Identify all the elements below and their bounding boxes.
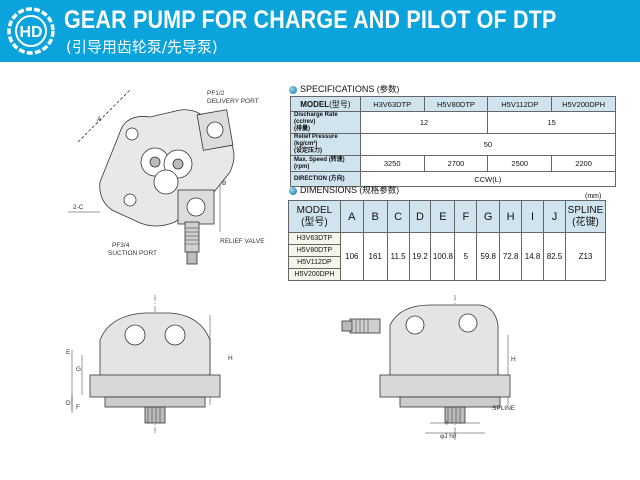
pump-side-view-drawing	[71, 295, 221, 435]
delivery-port-label: DELIVERY PORT	[207, 98, 259, 105]
dim-col-header: E	[430, 200, 456, 233]
spec-row-direction: DIRECTION (方向) CCW(L)	[290, 171, 617, 187]
suction-port-size-label: PF3/4	[112, 242, 130, 249]
dimensions-heading: DIMENSIONS (规格参数)	[289, 184, 399, 196]
pump-front-view-drawing	[68, 89, 235, 265]
spec-model-cell: H5V112DP	[487, 96, 553, 112]
table-row: H5V112DP	[288, 256, 606, 269]
dim-value: 72.8	[499, 232, 523, 281]
spec-model-cell: H5V200DPH	[551, 96, 616, 112]
hd-logo-icon: HD	[7, 7, 55, 55]
dim-d-label: D	[66, 400, 71, 407]
spec-model-label: MODEL(型号)	[290, 96, 361, 112]
spec-row-relief: Relief Pressure (kg/cm²)(设定压力) 50	[290, 133, 617, 156]
dim-col-header: C	[386, 200, 410, 233]
dim-model-label: MODEL(型号)	[288, 200, 341, 233]
dim-f-label: F	[76, 404, 80, 411]
spec-value: 2200	[551, 155, 616, 172]
dim-value: 14.8	[521, 232, 545, 281]
dim-col-header: I	[521, 200, 545, 233]
dimensions-unit: (mm)	[585, 193, 602, 200]
dim-spline-header: SPLINE(花键)	[564, 200, 607, 233]
dim-h-label-left: H	[228, 355, 233, 362]
dim-value: 82.5	[543, 232, 566, 281]
relief-valve-label: RELIEF VALVE	[220, 238, 265, 245]
spec-value: 12	[359, 111, 489, 134]
specifications-table: MODEL(型号) H3V63DTP H5V80DTP H5V112DP H5V…	[290, 96, 617, 187]
dim-col-header: A	[339, 200, 364, 233]
spec-row-label: Relief Pressure (kg/cm²)(设定压力)	[290, 133, 361, 156]
logo-text: HD	[19, 24, 42, 41]
dim-j-label: φJ h8	[440, 433, 457, 440]
page-subtitle: (引导用齿轮泵/先导泵)	[66, 38, 218, 56]
spec-value: 2500	[487, 155, 553, 172]
dim-col-header: G	[476, 200, 501, 233]
dim-2c-label: 2-C	[73, 204, 84, 211]
table-row: H5V200DPH	[288, 268, 606, 281]
spec-header-row: MODEL(型号) H3V63DTP H5V80DTP H5V112DP H5V…	[290, 96, 616, 112]
dim-model-cell: H5V80DTP	[288, 244, 341, 257]
dimensions-header-row: MODEL(型号) A B C D E F G H I J SPLINE(花键)	[288, 200, 607, 233]
dim-b-label: B	[222, 180, 227, 187]
dim-value: 19.2	[408, 232, 432, 281]
dim-col-header: D	[408, 200, 432, 233]
dim-value: 161	[362, 232, 388, 281]
suction-port-label: SUCTION PORT	[108, 250, 157, 257]
dim-value: 5	[454, 232, 478, 281]
dim-col-header: J	[543, 200, 566, 233]
dim-model-cell: H3V63DTP	[288, 232, 341, 245]
pump-rear-view-drawing	[341, 295, 511, 440]
dim-model-cell: H5V200DPH	[288, 268, 341, 281]
spec-row-label: Max. Speed (转速) (rpm)	[290, 155, 361, 172]
dim-spline-value: Z13	[564, 232, 607, 281]
bullet-icon	[289, 85, 297, 94]
table-row: H3V63DTP 106 161 11.5 19.2 100.8 5 59.8 …	[288, 232, 607, 281]
spline-label: SPLINE	[492, 405, 516, 412]
spec-value: 15	[487, 111, 616, 134]
delivery-port-size-label: PF1/2	[207, 90, 225, 97]
spec-model-cell: H5V80DTP	[423, 96, 489, 112]
spec-model-cell: H3V63DTP	[359, 96, 425, 112]
dim-a-label: A	[97, 116, 102, 123]
dim-i-label: I	[446, 420, 448, 427]
page-header: HD GEAR PUMP FOR CHARGE AND PILOT OF DTP…	[0, 0, 640, 62]
spec-row-label: DIRECTION (方向)	[290, 171, 361, 187]
dim-col-header: H	[499, 200, 523, 233]
dim-value: 59.8	[476, 232, 501, 281]
dim-value: 11.5	[386, 232, 410, 281]
dim-col-header: B	[362, 200, 388, 233]
spec-value: 50	[359, 133, 617, 156]
spec-row-speed: Max. Speed (转速) (rpm) 3250 2700 2500 220…	[290, 155, 616, 172]
spec-row-discharge: Discharge Rate (cc/rev)(排量) 12 15	[290, 111, 616, 134]
dim-value: 106	[339, 232, 364, 281]
page-title: GEAR PUMP FOR CHARGE AND PILOT OF DTP	[64, 6, 557, 34]
dim-model-cell: H5V112DP	[288, 256, 341, 269]
dim-g-label: G	[76, 366, 82, 373]
bullet-icon	[289, 186, 297, 195]
spec-row-label: Discharge Rate (cc/rev)(排量)	[290, 111, 361, 134]
spec-value: 3250	[359, 155, 425, 172]
dim-col-header: F	[454, 200, 478, 233]
dimensions-table: MODEL(型号) A B C D E F G H I J SPLINE(花键)…	[288, 200, 607, 281]
specifications-heading: SPECIFICATIONS (参数)	[289, 83, 399, 95]
spec-value: CCW(L)	[359, 171, 617, 187]
dim-value: 100.8	[430, 232, 456, 281]
dim-e-label: E	[66, 349, 71, 356]
spec-value: 2700	[423, 155, 489, 172]
dim-h-label-right: H	[511, 356, 516, 363]
